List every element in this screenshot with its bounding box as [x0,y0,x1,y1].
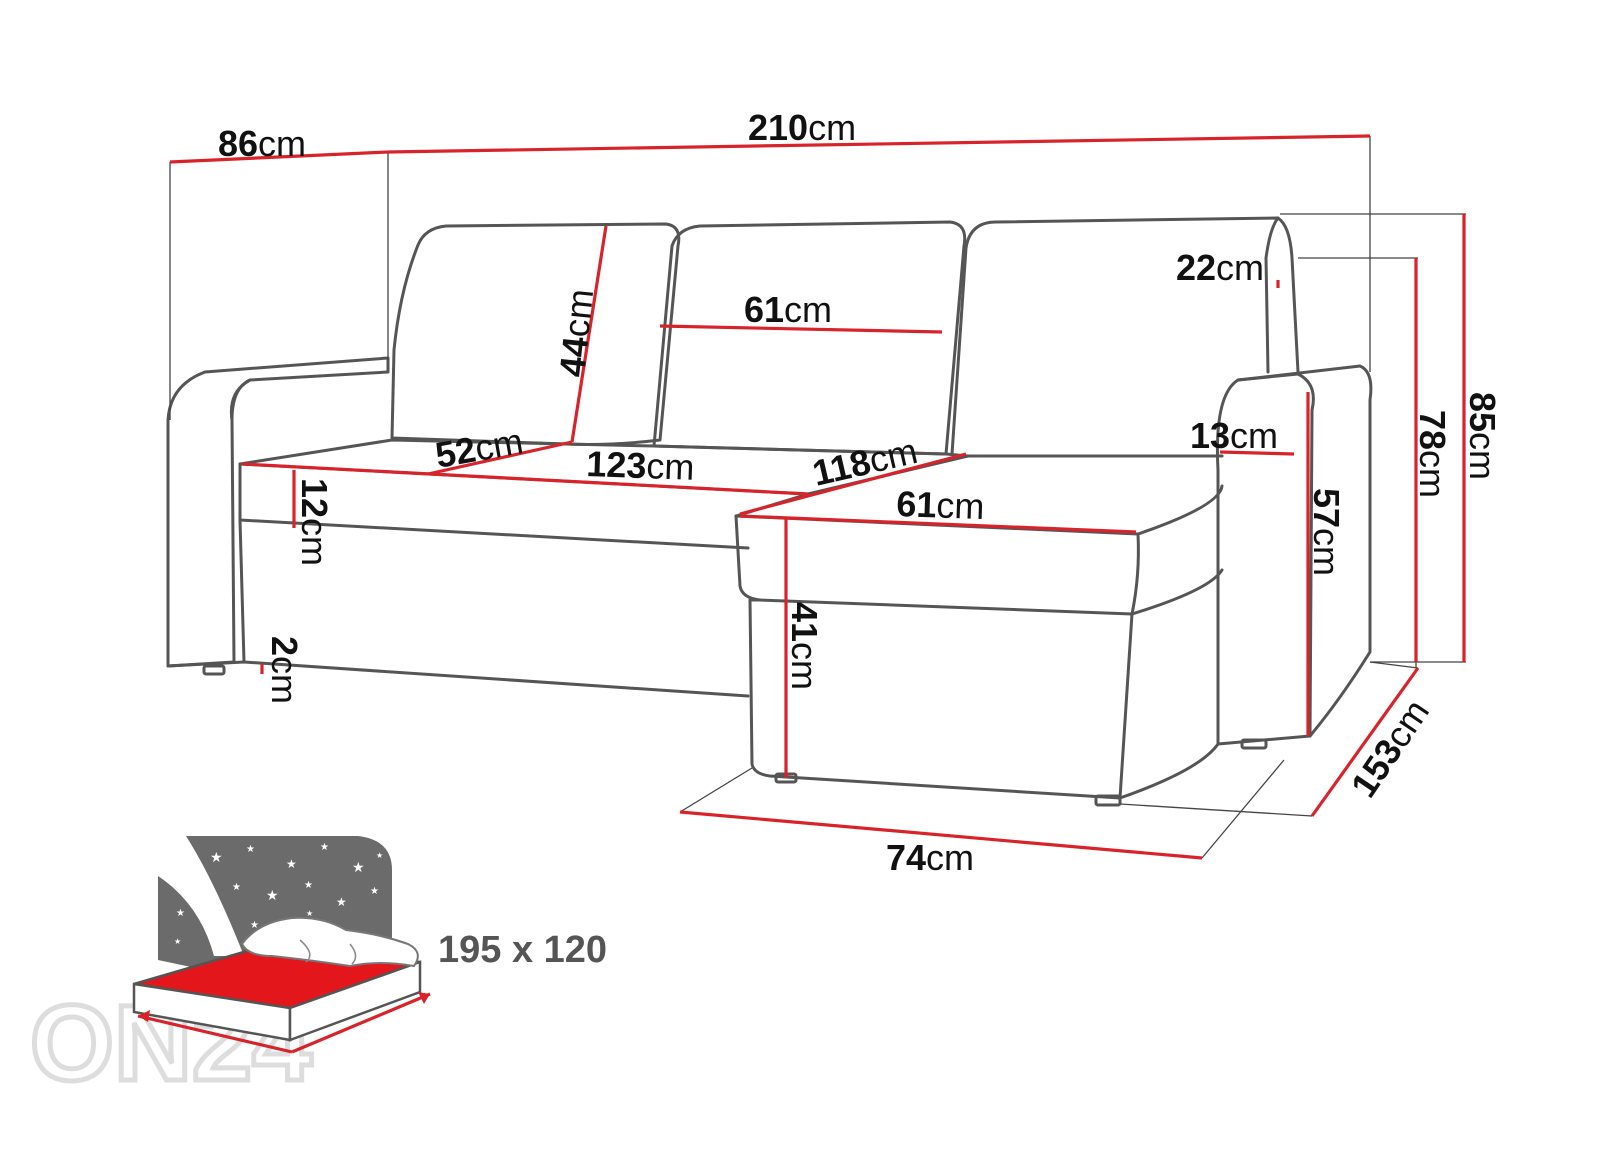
label-52: 52cm [432,420,526,476]
svg-text:★: ★ [336,895,347,909]
label-85: 85cm [1462,392,1503,480]
pillow-icon [240,916,419,968]
bed-function-icon: ★★ ★★ ★★ ★★ ★★ ★★ ★★ ★★ ★★ 195 x 120 [132,836,607,1054]
svg-text:★: ★ [370,886,379,897]
svg-text:★: ★ [376,851,383,860]
svg-text:★: ★ [320,842,329,853]
dim-line-61b [739,514,1137,534]
label-86: 86cm [218,123,306,164]
mattress-front [288,960,422,1042]
dim-line-52 [427,440,573,476]
dim-line-118 [739,452,967,516]
dim-line-74 [679,810,1203,860]
label-61-back: 61cm [744,289,832,330]
label-74: 74cm [886,837,974,878]
label-78: 78cm [1412,410,1453,498]
svg-text:★: ★ [232,882,241,893]
dim-line-86 [169,150,389,164]
svg-text:★: ★ [250,920,259,931]
svg-text:★: ★ [286,857,297,871]
bed-size-arrow [137,1014,293,1054]
svg-text:★: ★ [210,849,223,865]
bed-size-label: 195 x 120 [438,929,607,971]
dim-line-153 [1310,667,1420,817]
dimension-lines [169,134,1466,860]
label-22: 22cm [1176,247,1264,288]
extension-lines [169,136,1466,859]
label-13: 13cm [1190,415,1278,456]
svg-text:★: ★ [174,937,181,946]
svg-text:★: ★ [246,844,255,855]
svg-text:★: ★ [176,908,185,919]
label-210: 210cm [748,107,856,148]
svg-text:★: ★ [304,880,313,891]
label-44: 44cm [551,287,601,379]
label-123: 123cm [586,443,695,488]
label-12: 12cm [294,478,335,566]
dim-line-123 [241,462,809,496]
dim-line-61a [659,324,943,334]
label-2: 2cm [264,636,305,704]
svg-text:★: ★ [352,859,365,875]
svg-text:★: ★ [306,909,313,918]
dimension-labels: 86cm 210cm 22cm 44cm 61cm 52cm 123cm 118… [218,107,1503,878]
label-41: 41cm [784,602,825,690]
dim-line-210 [387,134,1371,154]
dim-line-44 [570,225,608,443]
dim-line-13 [1219,450,1295,456]
label-61-seat: 61cm [896,483,985,527]
label-57: 57cm [1306,488,1347,576]
svg-text:★: ★ [266,887,279,903]
